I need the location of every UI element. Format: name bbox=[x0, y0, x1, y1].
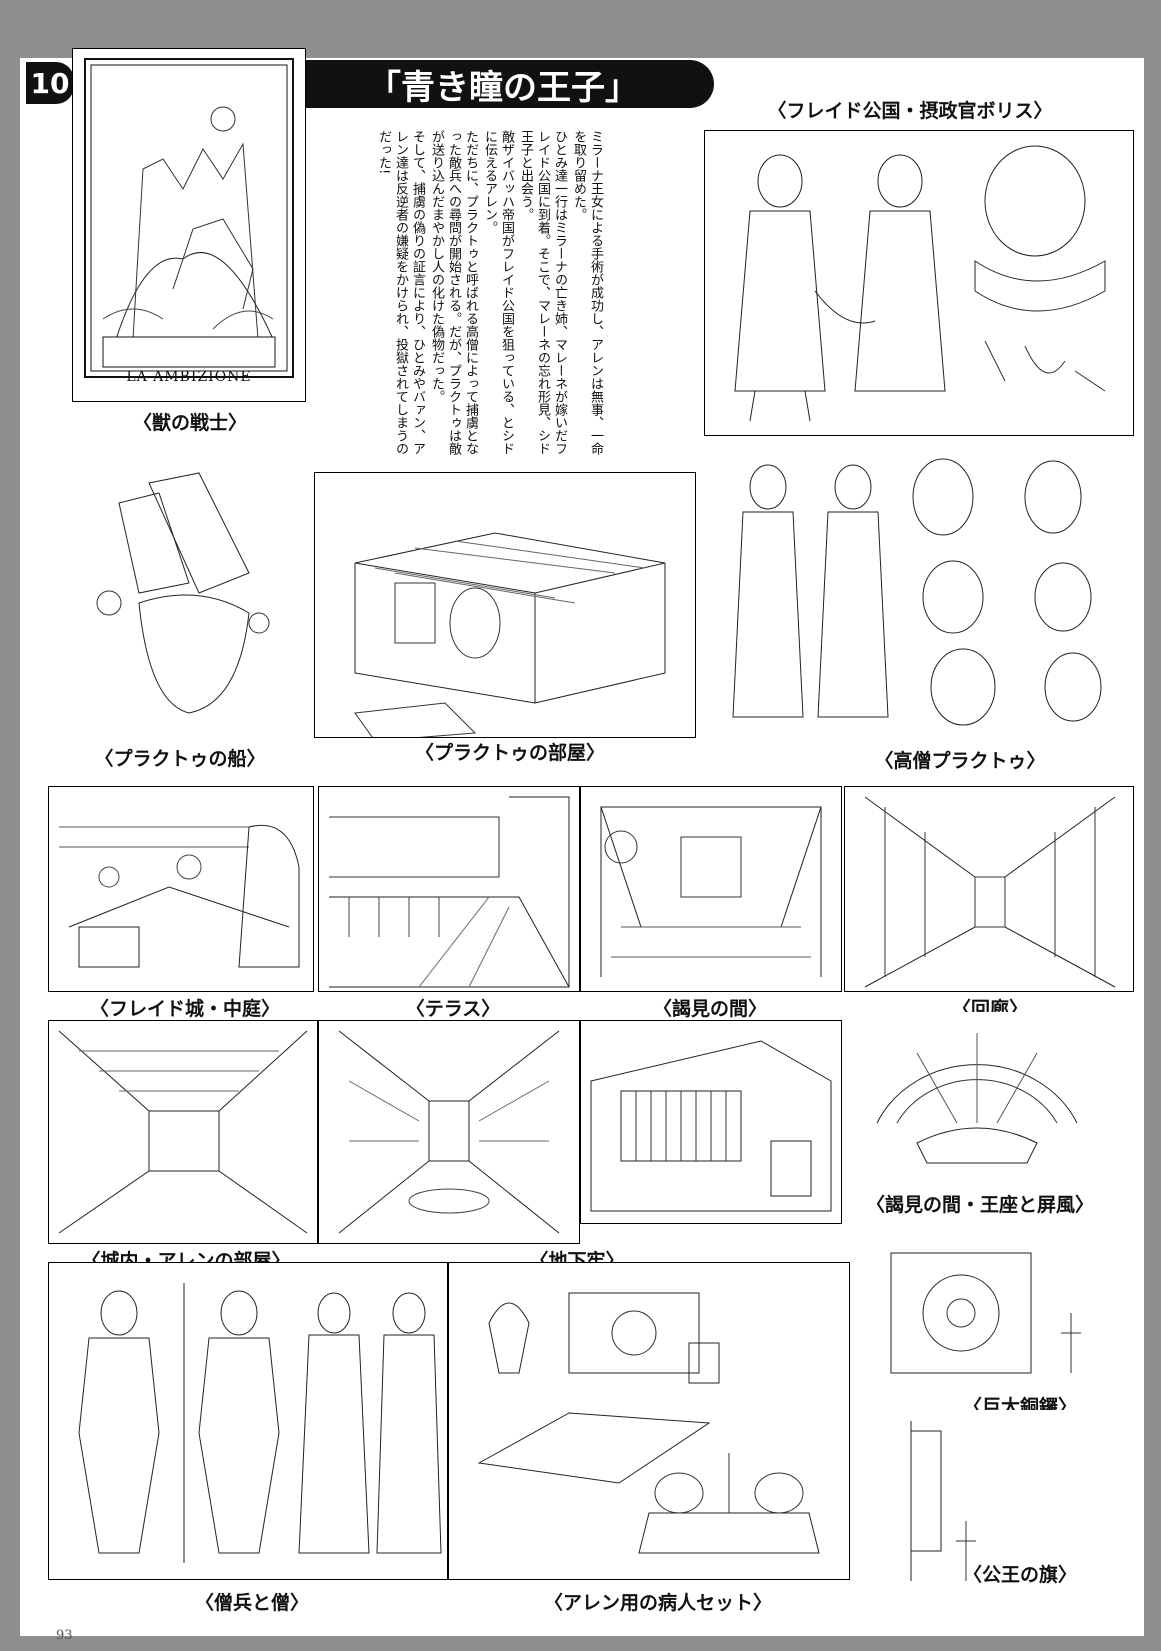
allen-room-sketch bbox=[48, 1020, 318, 1244]
story-paragraph: ミラーナ王女による手術が成功し、アレンは無事、一命を取り留めた。 bbox=[571, 130, 603, 455]
caption-ship: 〈プラクトゥの船〉 bbox=[94, 748, 266, 770]
corridor-sketch bbox=[844, 786, 1134, 992]
praktu-room-sketch bbox=[314, 472, 696, 738]
throne-screen-sketch bbox=[856, 1012, 1122, 1182]
caption-monk: 〈高僧プラクトゥ〉 bbox=[874, 750, 1046, 772]
boris-character-sheet bbox=[704, 130, 1134, 436]
caption-soldiers: 〈僧兵と僧〉 bbox=[194, 1592, 309, 1614]
episode-number-badge: 10 bbox=[26, 62, 74, 104]
story-paragraph: ひとみ達一行はミラーナの亡き姉、マレーネが嫁いだフレイド公国に到着。そこで、マレ… bbox=[518, 130, 567, 455]
story-paragraph: ただちに、プラクトゥと呼ばれる高僧によって捕虜となった敵兵への尋問が開始される。… bbox=[429, 130, 478, 455]
tarot-card-title: LA AMBIZIONE bbox=[126, 369, 252, 385]
caption-courtyard: 〈フレイド城・中庭〉 bbox=[89, 998, 280, 1020]
caption-sickbed: 〈アレン用の病人セット〉 bbox=[543, 1592, 772, 1614]
courtyard-sketch bbox=[48, 786, 314, 992]
caption-flag: 〈公王の旗〉 bbox=[962, 1564, 1077, 1586]
dungeon-cell-sketch bbox=[580, 1020, 842, 1224]
caption-room: 〈プラクトゥの部屋〉 bbox=[414, 742, 605, 764]
tarot-card-illustration: LA AMBIZIONE bbox=[72, 48, 306, 402]
caption-terrace: 〈テラス〉 bbox=[405, 998, 501, 1020]
story-paragraph: 敵ザイバッハ帝国がフレイド公国を狙っている、とシドに伝えるアレン。 bbox=[482, 130, 514, 455]
story-paragraph: そして、捕虜の偽りの証言により、ひとみやバァン、アレン達は反逆者の嫌疑をかけられ… bbox=[376, 130, 425, 455]
terrace-sketch bbox=[318, 786, 580, 992]
soldiers-character-sheet bbox=[48, 1262, 448, 1580]
ship-sketch bbox=[48, 462, 296, 732]
caption-throne: 〈謁見の間・王座と屏風〉 bbox=[865, 1194, 1094, 1216]
caption-boris: 〈フレイド公国・摂政官ボリス〉 bbox=[767, 100, 1053, 122]
dungeon-corridor-sketch bbox=[318, 1020, 580, 1244]
caption-beast-warrior: 〈獣の戦士〉 bbox=[132, 412, 247, 434]
story-text: ミラーナ王女による手術が成功し、アレンは無事、一命を取り留めた。 ひとみ達一行は… bbox=[376, 130, 604, 460]
flag-sketch bbox=[870, 1410, 1122, 1592]
gong-sketch bbox=[870, 1232, 1122, 1384]
caption-audience: 〈謁見の間〉 bbox=[652, 998, 767, 1020]
audience-hall-sketch bbox=[580, 786, 842, 992]
title-bar bbox=[306, 60, 714, 108]
episode-title: 「青き瞳の王子」 bbox=[367, 67, 639, 108]
page-number: 93 bbox=[56, 1628, 73, 1643]
sickbed-set-sketch bbox=[448, 1262, 850, 1580]
monk-character-sheet bbox=[712, 446, 1134, 742]
